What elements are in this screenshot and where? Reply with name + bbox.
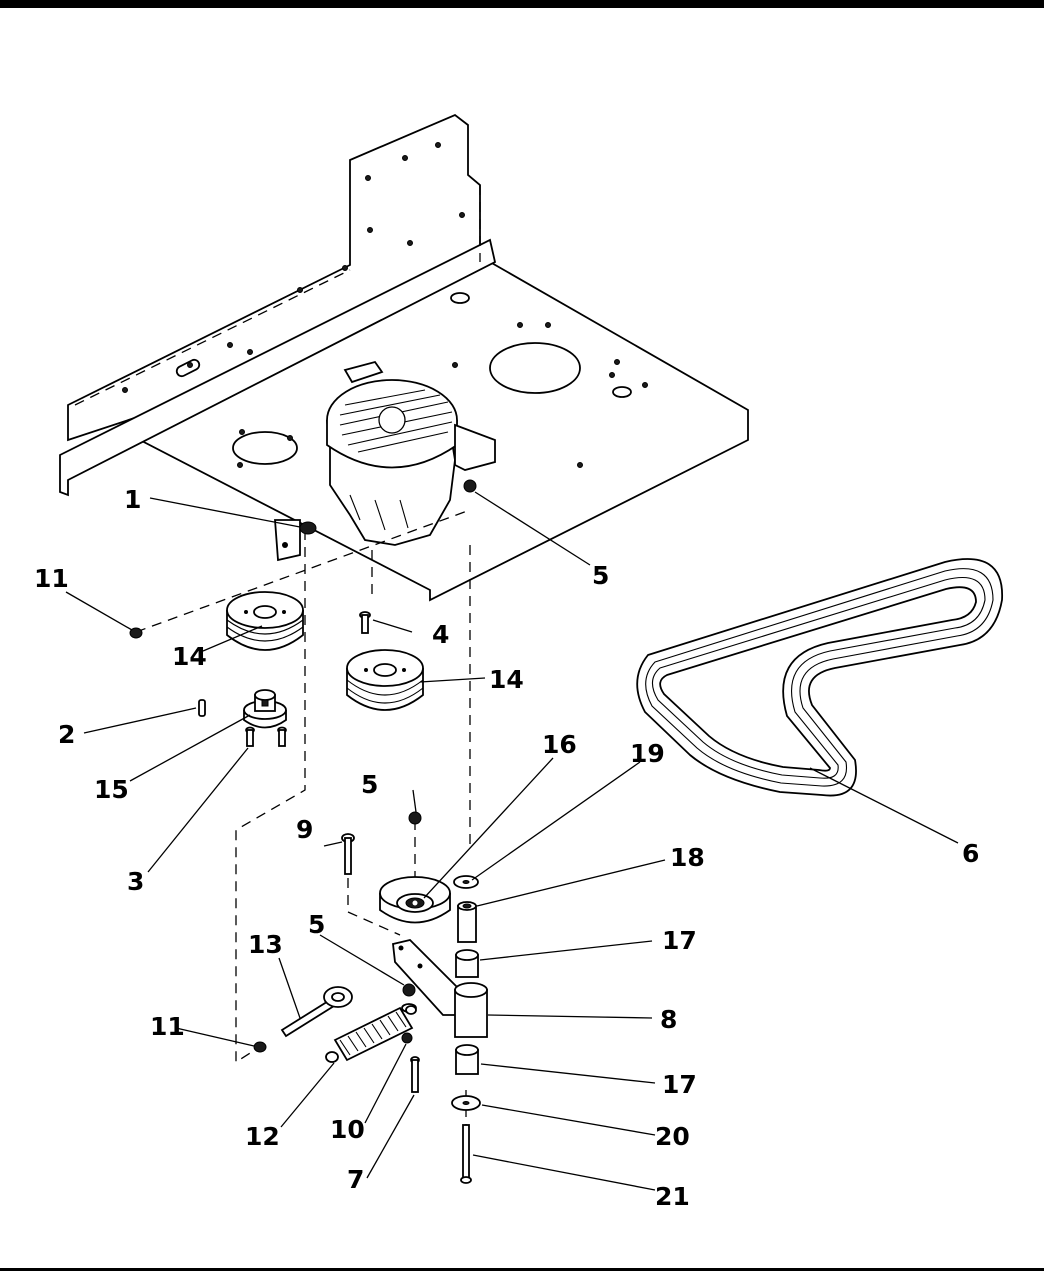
- callout-17-upper: 17: [662, 926, 697, 955]
- callout-11-upper: 11: [34, 564, 69, 593]
- gearbox-assembly: [326, 360, 496, 546]
- callout-4: 4: [432, 620, 449, 649]
- part-10-nut: [401, 1032, 413, 1044]
- part-7-bolt: [410, 1056, 420, 1093]
- bottom-border-rule: [0, 1268, 1044, 1271]
- part-19-washer: [453, 875, 479, 889]
- part-2-key: [198, 699, 206, 717]
- callout-12: 12: [245, 1122, 280, 1151]
- callout-5-arm: 5: [308, 910, 325, 939]
- callout-labels: 1 2 3 4 5 5 5 6 7 8 9 10 11 11 12 13 14 …: [34, 485, 979, 1211]
- callout-3: 3: [127, 867, 144, 896]
- callout-7: 7: [347, 1165, 364, 1194]
- callout-16: 16: [542, 730, 577, 759]
- callout-13: 13: [248, 930, 283, 959]
- part-3-bolts: [245, 726, 287, 747]
- leader-lines: [65, 491, 959, 1191]
- callout-10: 10: [330, 1115, 365, 1144]
- part-4-bolt: [359, 611, 371, 634]
- part-5-nut-arm: [402, 983, 416, 997]
- deck-hole-left: [232, 431, 298, 465]
- callout-14-lower: 14: [489, 665, 524, 694]
- part-5-nut-deck: [463, 479, 477, 493]
- callout-18: 18: [670, 843, 705, 872]
- part-17-bushing-lower: [455, 1044, 479, 1075]
- callout-9: 9: [296, 815, 313, 844]
- deck-hole-large: [489, 342, 581, 394]
- part-14-pulley-lower: [346, 649, 424, 711]
- part-17-bushing-upper: [455, 949, 479, 978]
- callout-5-mid: 5: [361, 770, 378, 799]
- callout-8: 8: [660, 1005, 677, 1034]
- part-14-pulley-upper: [226, 591, 304, 651]
- callout-5-deck: 5: [592, 561, 609, 590]
- callout-11-lower: 11: [150, 1012, 185, 1041]
- callout-14-upper: 14: [172, 642, 207, 671]
- callout-19: 19: [630, 739, 665, 768]
- part-9-bolt: [341, 833, 355, 875]
- part-20-washer: [451, 1095, 481, 1111]
- part-12-spring: [325, 1005, 417, 1063]
- part-8-idler-arm: [392, 939, 488, 1038]
- part-21-bolt: [460, 1124, 472, 1184]
- callout-6: 6: [962, 839, 979, 868]
- callout-2: 2: [58, 720, 75, 749]
- top-border-rule: [0, 0, 1044, 8]
- part-15-hub: [243, 689, 287, 729]
- callout-20: 20: [655, 1122, 690, 1151]
- part-5-nut-mid: [408, 811, 422, 825]
- part-13-eye-bolt: [280, 986, 353, 1038]
- part-11-nut-upper: [129, 627, 143, 639]
- part-1-nut-bracket: [274, 519, 317, 562]
- part-18-spacer: [457, 901, 477, 943]
- part-16-idler-pulley: [379, 876, 451, 924]
- callout-21: 21: [655, 1182, 690, 1211]
- part-11-nut-lower: [253, 1041, 267, 1053]
- callout-15: 15: [94, 775, 129, 804]
- callout-17-lower: 17: [662, 1070, 697, 1099]
- part-6-belt: [636, 558, 1003, 797]
- callout-1: 1: [124, 485, 141, 514]
